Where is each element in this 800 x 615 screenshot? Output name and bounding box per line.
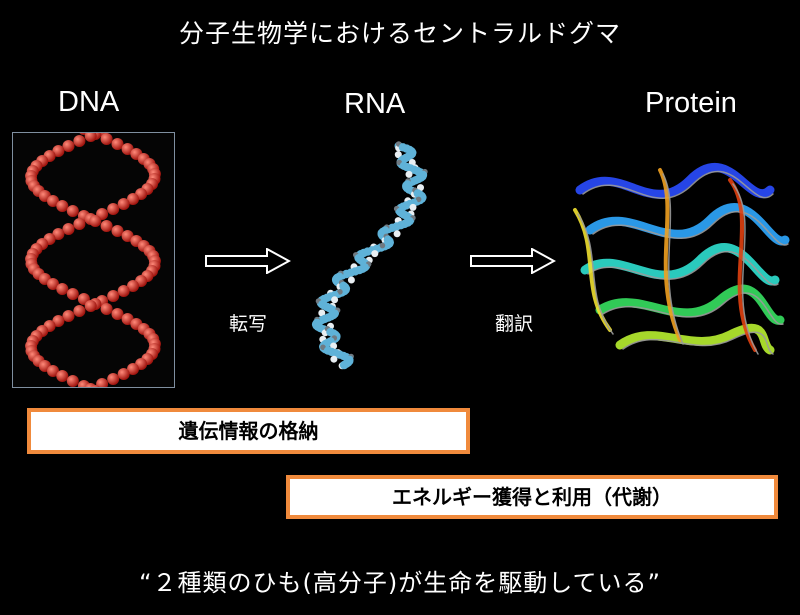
dna-backbone-atom <box>127 280 139 292</box>
protein-coil <box>577 213 614 335</box>
transcription-label: 転写 <box>229 313 268 335</box>
rna-base <box>394 151 402 159</box>
rna-base <box>405 170 413 178</box>
rna-base <box>417 184 424 192</box>
dna-backbone-atom <box>47 195 59 207</box>
protein-coil <box>662 173 684 345</box>
dna-backbone-atom <box>117 368 130 380</box>
dna-backbone-atom <box>121 143 134 155</box>
dna-backbone-atom <box>62 140 75 152</box>
dna-backbone-atom <box>62 223 75 235</box>
rna-base <box>409 203 417 211</box>
dna-backbone-atom <box>56 283 69 295</box>
protein-ribbon <box>728 178 757 352</box>
dna-backbone-atom <box>90 385 100 387</box>
protein-ribbon <box>658 168 682 342</box>
dna-backbone-atom <box>52 228 65 240</box>
translation-arrow-icon <box>470 248 556 274</box>
rna-base <box>347 276 355 284</box>
rna-base <box>330 355 338 363</box>
dna-backbone-atom <box>96 378 109 387</box>
dna-backbone-atom <box>73 305 86 317</box>
dna-backbone-atom <box>111 138 124 150</box>
rna-base <box>331 296 339 304</box>
dna-backbone-atom <box>107 373 120 385</box>
protein-ribbon <box>585 203 790 246</box>
protein-coil <box>587 250 779 286</box>
protein-ribbon <box>615 323 775 355</box>
dna-backbone-atom <box>52 315 65 327</box>
rna-base <box>318 309 326 317</box>
dna-backbone-atom <box>73 135 86 147</box>
dna-backbone-atom <box>107 203 120 215</box>
protein-coil <box>592 210 789 246</box>
rna-atom <box>379 242 386 249</box>
dna-backbone-atom <box>62 310 75 322</box>
dna-backbone-atom <box>107 290 120 302</box>
dna-backbone-atom <box>66 375 79 387</box>
dna-backbone-atom <box>111 225 124 237</box>
dna-backbone-atom <box>66 205 79 217</box>
dna-backbone-atom <box>84 300 97 312</box>
rna-base <box>393 230 401 238</box>
protein-ribbon <box>575 162 775 199</box>
protein-coil <box>602 292 784 325</box>
dna-backbone-atom <box>66 288 79 300</box>
protein-structure-image <box>573 162 790 355</box>
dna-backbone-atom <box>89 215 102 227</box>
dna-backbone-atom <box>121 230 134 242</box>
dna-backbone-atom <box>100 220 113 232</box>
rna-atom <box>337 289 343 295</box>
dna-helix-graphic <box>25 133 161 387</box>
dna-backbone-atom <box>52 145 65 157</box>
slide-title: 分子生物学におけるセントラルドグマ <box>178 19 621 48</box>
dna-backbone-atom <box>56 370 69 382</box>
dna-backbone-atom <box>100 133 113 145</box>
translation-label: 翻訳 <box>495 313 534 335</box>
storage-box: 遺伝情報の格納 <box>27 408 470 454</box>
rna-strand-image <box>311 141 428 370</box>
protein-coil <box>732 183 759 355</box>
dna-backbone-atom <box>73 218 86 230</box>
dna-backbone-atom <box>117 285 130 297</box>
dna-backbone-atom <box>121 313 134 325</box>
protein-ribbon <box>580 243 780 286</box>
dna-backbone-atom <box>56 200 69 212</box>
dna-backbone-atom <box>111 308 124 320</box>
protein-label: Protein <box>645 87 737 119</box>
dna-backbone-atom <box>117 198 130 210</box>
closing-quote: “２種類のひも(高分子)が生命を駆動している” <box>139 569 661 597</box>
rna-label: RNA <box>344 88 406 120</box>
transcription-arrow-icon <box>205 248 291 274</box>
protein-ribbon <box>595 284 785 325</box>
dna-backbone-atom <box>127 363 139 375</box>
protein-ribbon <box>573 208 612 332</box>
rna-base <box>371 250 379 258</box>
protein-coil <box>582 170 774 199</box>
dna-label: DNA <box>58 86 120 118</box>
dna-backbone-atom <box>100 303 113 315</box>
dna-backbone-atom <box>47 278 59 290</box>
dna-backbone-atom <box>47 365 59 377</box>
dna-image <box>12 132 175 388</box>
dna-backbone-atom <box>84 133 97 142</box>
metabolism-box: エネルギー獲得と利用（代謝） <box>286 475 778 519</box>
protein-coil <box>622 331 774 355</box>
dna-backbone-atom <box>127 193 139 205</box>
rna-nucleotide <box>339 360 349 370</box>
